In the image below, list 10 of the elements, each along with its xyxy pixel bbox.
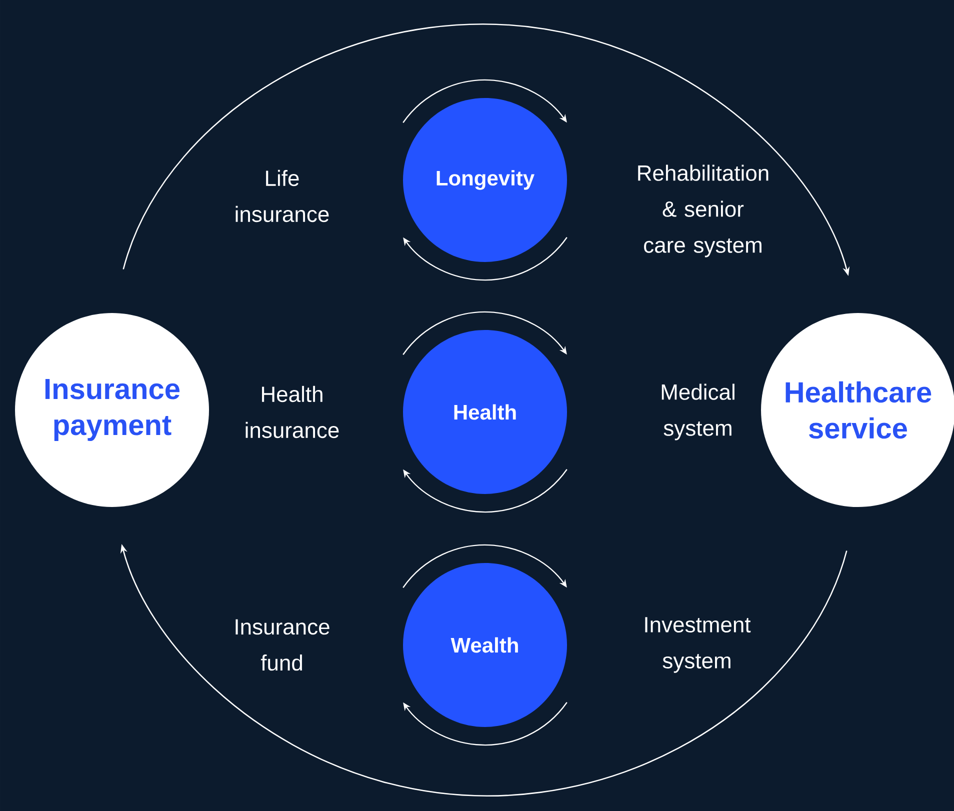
circle-node: Wealth — [403, 563, 567, 727]
label-text: Life insurance — [236, 170, 329, 222]
circle-node: Insurance payment — [15, 313, 209, 507]
label-text: Medical system — [662, 384, 734, 440]
circle-node: Longevity — [403, 98, 567, 262]
label-text: Investment system — [645, 617, 751, 673]
label-text: Rehabilitation & senior care system — [638, 164, 768, 258]
label-text: Health insurance — [246, 386, 339, 438]
label-text: Insurance fund — [236, 619, 330, 671]
circle-node: Health — [403, 330, 567, 494]
